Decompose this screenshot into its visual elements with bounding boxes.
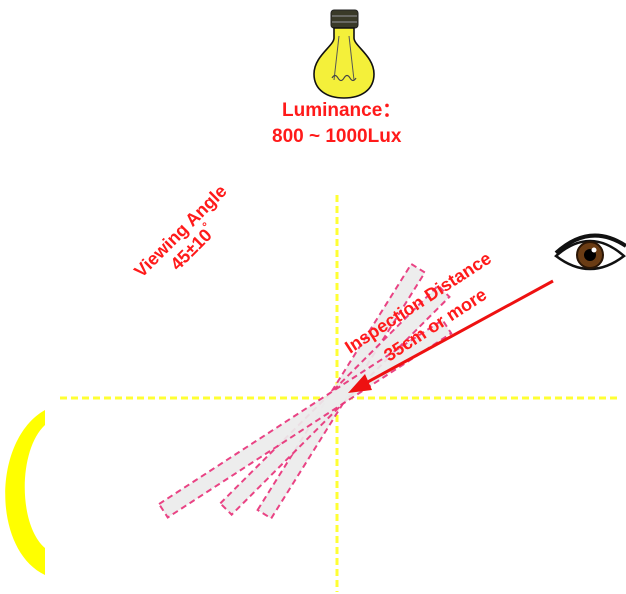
viewing-cone-30deg [157, 318, 453, 519]
crescent-shape [5, 410, 45, 575]
luminance-value: 800 ~ 1000Lux [272, 126, 402, 147]
arrow-icon [348, 279, 554, 393]
light-bulb-icon [313, 9, 375, 99]
viewing-cone-group [157, 262, 453, 520]
luminance-label: Luminance： [282, 100, 401, 121]
eye-icon [554, 233, 626, 271]
